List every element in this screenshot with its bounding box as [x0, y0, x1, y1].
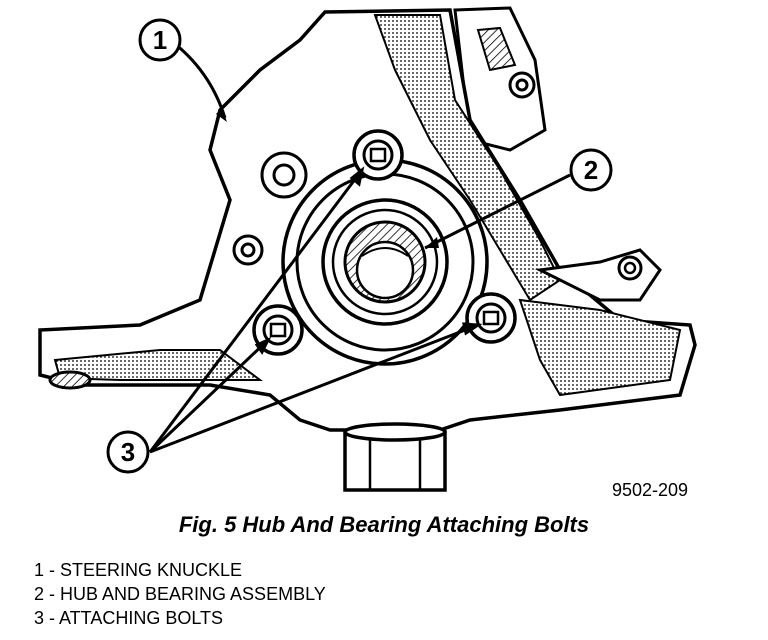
legend-item-1: 1 - STEERING KNUCKLE: [34, 560, 243, 580]
callout-2-number: 2: [584, 155, 598, 185]
figure-caption: Fig. 5 Hub And Bearing Attaching Bolts: [178, 512, 590, 537]
legend-item-3: 3 - ATTACHING BOLTS: [34, 608, 224, 628]
bolt-right: [465, 292, 517, 344]
callout-2: 2: [424, 148, 613, 250]
figure-number: 9502-209: [612, 480, 689, 500]
hub-bearing-illustration: 1 2 3: [38, 6, 697, 492]
hub-bearing-assembly: [281, 158, 489, 366]
callout-1: 1: [138, 18, 227, 122]
knuckle-holes: [48, 151, 308, 390]
strut-bracket: [453, 6, 547, 152]
callout-1-number: 1: [153, 25, 167, 55]
legend-item-2: 2 - HUB AND BEARING ASSEMBLY: [34, 584, 326, 604]
callout-3: 3: [106, 166, 483, 474]
attaching-bolts: [252, 129, 517, 356]
callout-legend: 1 - STEERING KNUCKLE 2 - HUB AND BEARING…: [34, 558, 326, 630]
bolt-top: [352, 129, 404, 181]
lower-boss: [343, 422, 447, 492]
callout-3-number: 3: [121, 437, 135, 467]
